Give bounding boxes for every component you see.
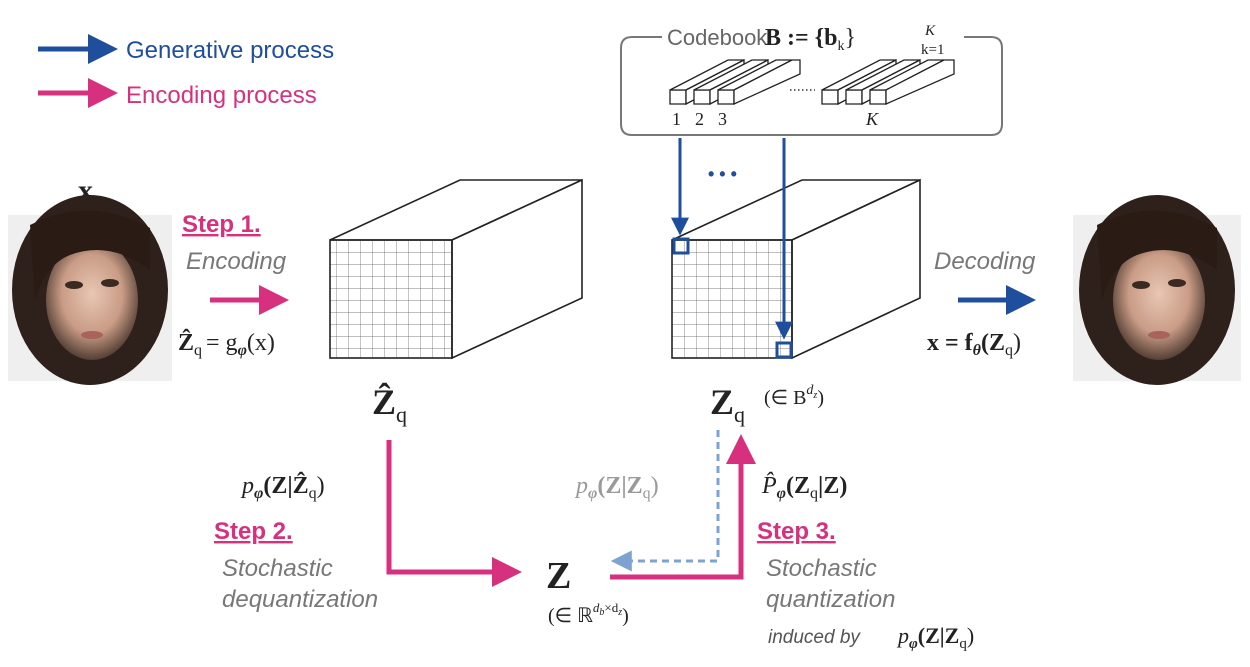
step2-title: Step 2. [214,518,293,545]
step2-desc-line1: Stochastic [222,555,333,582]
codebook-border [620,36,1003,136]
zq-label: Zq [710,382,745,427]
codebook-index-2: 2 [695,109,704,129]
decoding: Decoding x = fθ(Zq) [927,248,1036,359]
codebook-dots: • • • [708,164,737,184]
step2: pφ(Z|Ẑq) Step 2. Stochastic dequantizati… [214,440,522,613]
gray-formula: pφ(Z|Zq) [574,473,659,502]
dequant-dashed-path: pφ(Z|Zq) [574,430,720,572]
z-domain: (∈ ℝdb×dz) [548,600,629,627]
z-label: Z [546,555,571,597]
step3-desc-line2: quantization [766,586,895,613]
zq-selected-cell-bottom [775,341,793,359]
codebook-index-k: K [865,109,879,129]
step1: Step 1. Encoding Ẑq= gφ(x) [178,211,289,359]
output-face-image [1073,195,1241,385]
step3-formula: P̂φ(Zq|Z) [761,472,847,502]
step3-induced: induced by [768,627,861,648]
decoding-title: Decoding [934,248,1036,275]
input-face-image [8,195,172,385]
step1-formula: Ẑq= gφ(x) [178,329,275,359]
zq-hat-label: Ẑq [372,382,407,427]
zq-hat-cube [329,178,583,360]
codebook-sub: k=1 [921,42,944,58]
legend: Generative process Encoding process [38,34,334,109]
codebook-title: Codebook [667,25,768,50]
decoding-formula: x = fθ(Zq) [927,330,1021,359]
codebook-vectors-left [669,58,801,106]
codebook-index-3: 3 [718,109,727,129]
zq-domain: (∈ Bdz) [764,383,824,409]
codebook-vectors-right [821,58,955,106]
step1-desc: Encoding [186,248,287,275]
codebook-index-1: 1 [672,109,681,129]
codebook: Codebook B := {bk} K k=1 [620,23,1003,136]
generative-legend-label: Generative process [126,37,334,64]
codebook-sup: K [924,23,936,39]
step3-title: Step 3. [757,518,836,545]
encoding-legend-label: Encoding process [126,82,317,109]
step1-title: Step 1. [182,211,261,238]
step3-arrow [610,434,756,580]
step2-desc-line2: dequantization [222,586,378,613]
zq-selected-cell-top [672,237,690,255]
step2-formula: pφ(Z|Ẑq) [240,472,325,502]
zq-cube [671,178,921,360]
step2-arrow [386,440,522,587]
step3-induced-formula: pφ(Z|Zq) [896,623,974,652]
step3-desc-line1: Stochastic [766,555,877,582]
step3: P̂φ(Zq|Z) Step 3. Stochastic quantizatio… [610,434,974,652]
codebook-set-expr: B := {bk} [765,25,856,54]
